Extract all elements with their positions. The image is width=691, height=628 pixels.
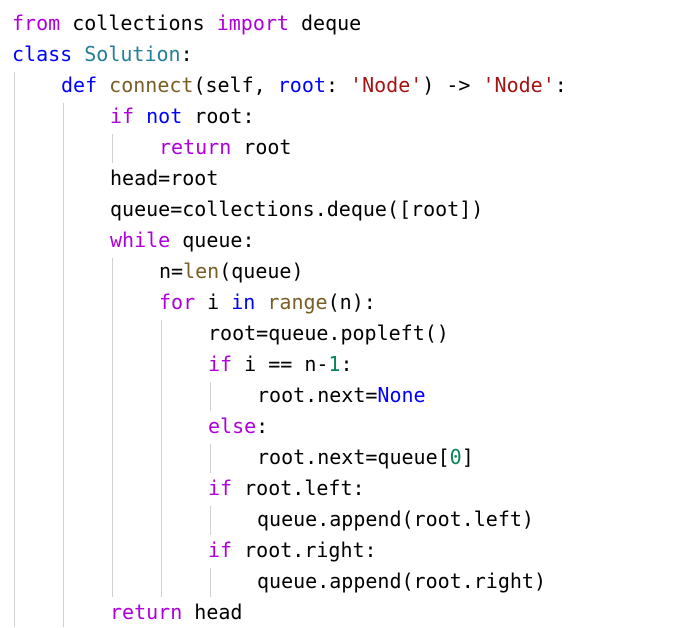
code-token: n=	[159, 259, 184, 283]
code-token: root.next=	[257, 383, 378, 407]
code-token: root	[231, 135, 292, 159]
code-token: 0	[449, 445, 462, 469]
indent-guide-line	[14, 72, 15, 627]
indent-guide-line	[63, 103, 64, 627]
code-token: root.next=queue[	[257, 445, 450, 469]
code-token: if	[110, 104, 135, 128]
code-token: None	[377, 383, 426, 407]
code-token: (self,	[193, 73, 278, 97]
code-token: head=root	[110, 166, 219, 190]
code-line: if not root:	[110, 101, 255, 132]
code-token: in	[231, 290, 256, 314]
code-line: return root	[159, 132, 291, 163]
indent-guide-line	[112, 258, 113, 597]
code-line: from collections import deque	[12, 8, 361, 39]
indent-guide-line	[112, 134, 113, 163]
code-line: if root.right:	[208, 535, 377, 566]
code-token: else	[208, 414, 257, 438]
code-token: for	[159, 290, 196, 314]
code-line: if i == n-1:	[208, 349, 353, 380]
code-token: import	[216, 11, 289, 35]
code-token: queue:	[170, 228, 255, 252]
code-token: collections	[60, 11, 217, 35]
code-line: class Solution:	[12, 39, 193, 70]
code-token: connect	[109, 73, 194, 97]
code-token: while	[110, 228, 171, 252]
code-token: if	[208, 476, 233, 500]
code-line: n=len(queue)	[159, 256, 304, 287]
code-line: if root.left:	[208, 473, 365, 504]
code-token: if	[208, 352, 233, 376]
code-token: root	[277, 73, 326, 97]
code-line: def connect(self, root: 'Node') -> 'Node…	[61, 70, 567, 101]
code-line: queue.append(root.left)	[257, 504, 534, 535]
indent-guide-line	[210, 444, 211, 473]
code-token: i == n-	[232, 352, 329, 376]
code-token: def	[61, 73, 98, 97]
code-token: range	[267, 290, 328, 314]
code-line: root=queue.popleft()	[208, 318, 449, 349]
code-token	[255, 290, 267, 314]
code-token: i	[195, 290, 232, 314]
indent-guide-line	[210, 382, 211, 411]
code-token: ]	[461, 445, 474, 469]
code-token: :	[325, 73, 351, 97]
code-token: root:	[182, 104, 255, 128]
code-token	[72, 42, 84, 66]
indent-guide-line	[210, 568, 211, 597]
code-token: 'Node'	[350, 73, 423, 97]
code-token: Solution	[84, 42, 181, 66]
code-token: if	[208, 538, 233, 562]
code-token: :	[256, 414, 269, 438]
indent-guide-line	[161, 320, 162, 597]
code-token: queue.append(root.left)	[257, 507, 534, 531]
code-line: for i in range(n):	[159, 287, 376, 318]
code-token: root.right:	[232, 538, 377, 562]
indent-guide-line	[210, 506, 211, 535]
code-line: else:	[208, 411, 268, 442]
code-token: len	[183, 259, 220, 283]
code-token	[134, 104, 146, 128]
code-token: (queue)	[219, 259, 304, 283]
code-token: class	[12, 42, 73, 66]
code-token: deque	[288, 11, 362, 35]
code-token: 1	[328, 352, 341, 376]
code-line: return head	[110, 597, 242, 628]
code-line: root.next=queue[0]	[257, 442, 474, 473]
code-token: 'Node'	[482, 73, 555, 97]
code-token: return	[159, 135, 232, 159]
code-line: queue.append(root.right)	[257, 566, 546, 597]
code-line: head=root	[110, 163, 218, 194]
code-token: root.left:	[232, 476, 365, 500]
code-token: :	[554, 73, 567, 97]
code-token: (n):	[327, 290, 376, 314]
code-token: not	[146, 104, 183, 128]
code-token: ) ->	[422, 73, 483, 97]
code-token	[97, 73, 109, 97]
code-line: while queue:	[110, 225, 255, 256]
code-line: root.next=None	[257, 380, 426, 411]
code-token: root=queue.popleft()	[208, 321, 449, 345]
code-token: queue.append(root.right)	[257, 569, 546, 593]
code-token: :	[340, 352, 353, 376]
code-token: from	[12, 11, 61, 35]
code-line: queue=collections.deque([root])	[110, 194, 483, 225]
code-token: return	[110, 600, 183, 624]
code-token: queue=collections.deque([root])	[110, 197, 484, 221]
code-token: :	[180, 42, 193, 66]
code-token: head	[182, 600, 243, 624]
